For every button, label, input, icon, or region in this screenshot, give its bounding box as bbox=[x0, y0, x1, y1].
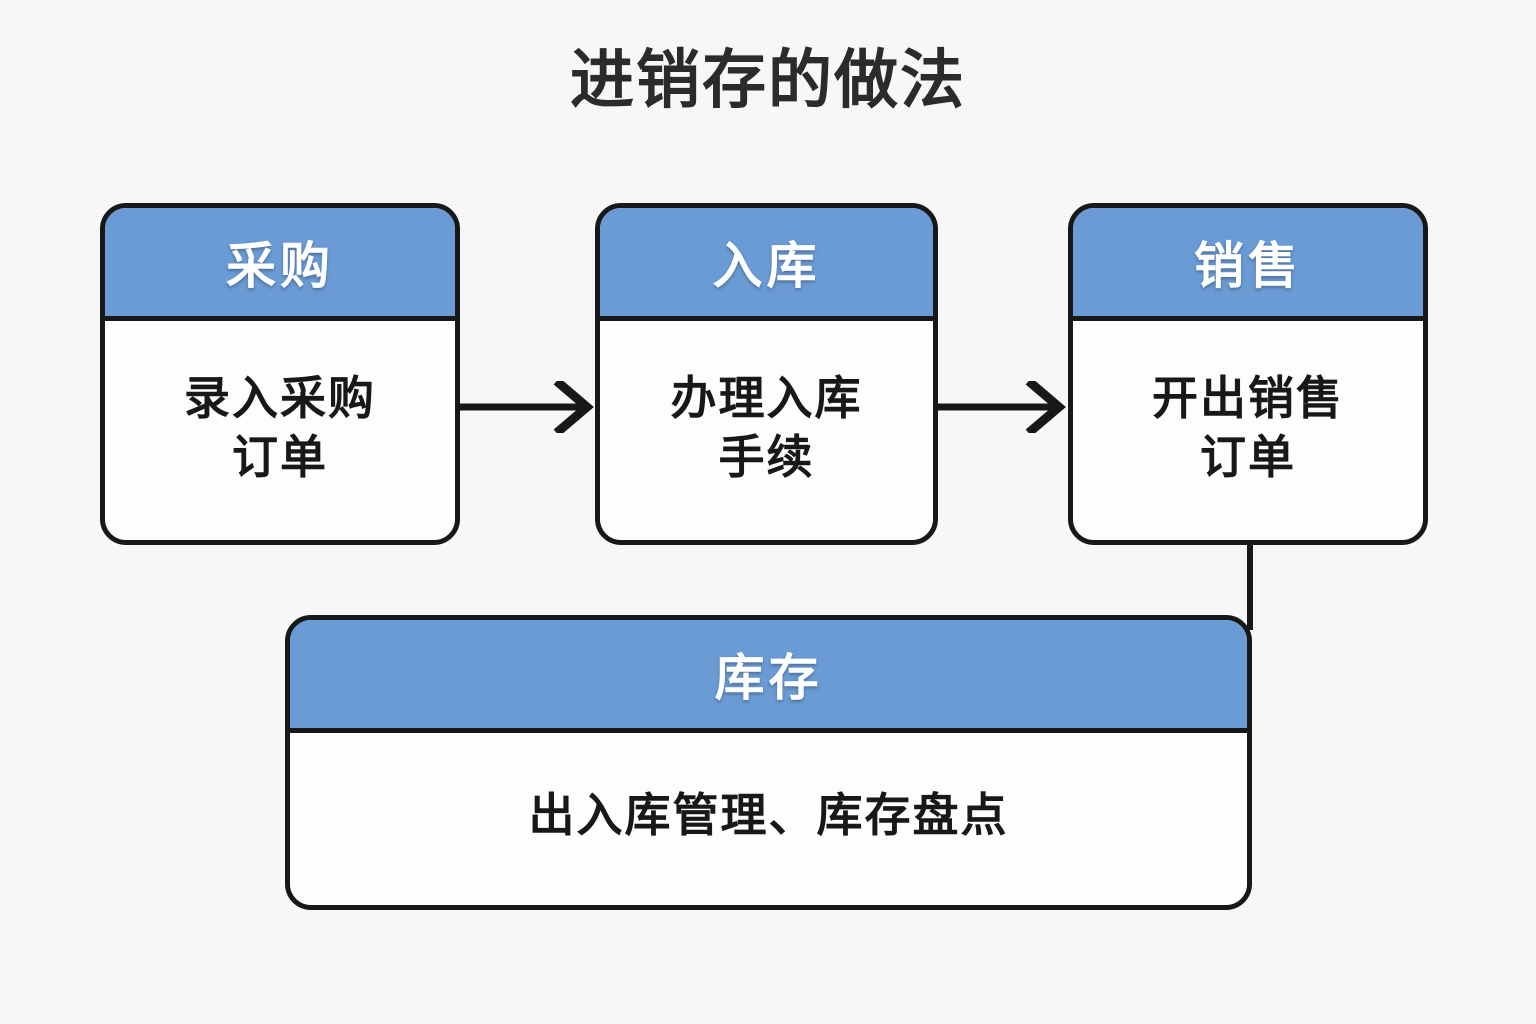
arrow-inbound-to-sales bbox=[932, 381, 1074, 433]
flow-node-inbound[interactable]: 入库 办理入库 手续 bbox=[595, 203, 938, 545]
flow-node-inventory[interactable]: 库存 出入库管理、库存盘点 bbox=[285, 615, 1252, 910]
flow-node-purchase-body-line2: 订单 bbox=[232, 430, 328, 483]
flow-node-purchase-header: 采购 bbox=[105, 208, 455, 321]
flow-node-purchase[interactable]: 采购 录入采购 订单 bbox=[100, 203, 460, 545]
flow-node-inbound-header: 入库 bbox=[600, 208, 933, 321]
flow-node-sales-body-line2: 订单 bbox=[1200, 430, 1296, 483]
arrow-purchase-to-inbound bbox=[456, 381, 602, 433]
page-title: 进销存的做法 bbox=[570, 44, 966, 116]
flow-node-inbound-body-line1: 办理入库 bbox=[670, 371, 863, 424]
flow-node-inbound-body-line2: 手续 bbox=[718, 430, 815, 483]
flow-node-sales-header: 销售 bbox=[1073, 208, 1423, 321]
flow-node-sales[interactable]: 销售 开出销售 订单 bbox=[1068, 203, 1428, 545]
flow-node-sales-body-line1: 开出销售 bbox=[1152, 371, 1344, 424]
flow-node-inbound-body: 办理入库 手续 bbox=[600, 321, 933, 540]
flow-node-purchase-body-line1: 录入采购 bbox=[184, 371, 376, 424]
flow-node-sales-body: 开出销售 订单 bbox=[1073, 321, 1423, 540]
flow-node-inventory-body: 出入库管理、库存盘点 bbox=[290, 733, 1247, 905]
arrow-right-icon bbox=[932, 381, 1066, 433]
flow-node-inventory-header: 库存 bbox=[290, 620, 1247, 733]
connector-sales-to-inventory bbox=[1247, 540, 1253, 630]
arrow-right-icon bbox=[456, 381, 594, 433]
flow-node-purchase-body: 录入采购 订单 bbox=[105, 321, 455, 540]
